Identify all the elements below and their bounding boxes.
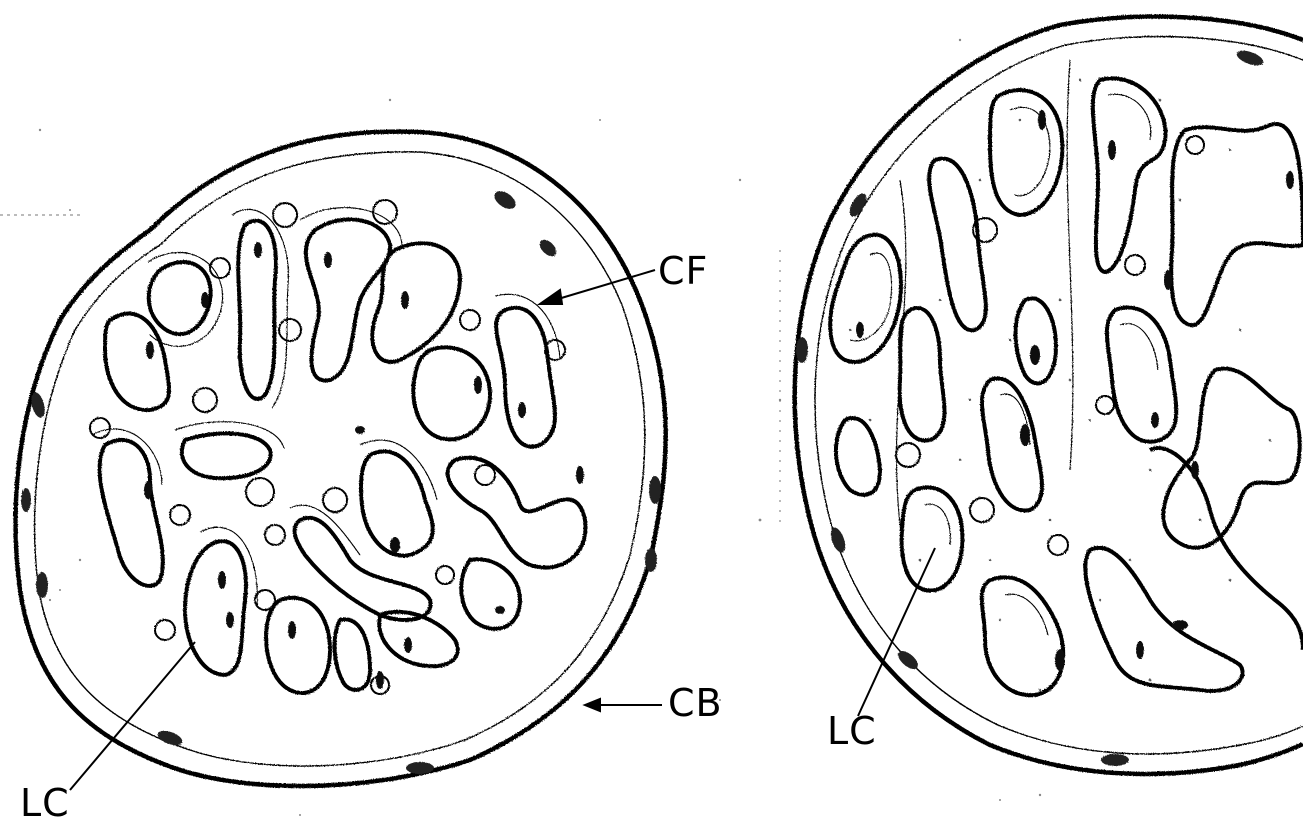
cf-label: CF xyxy=(658,252,708,290)
cf-pointer-arrowhead xyxy=(540,290,562,304)
left-cross-section xyxy=(16,132,666,786)
right-capsule-nuclei xyxy=(796,48,1265,766)
cb-label: CB xyxy=(668,684,723,722)
cb-pointer-arrowhead xyxy=(585,699,600,711)
lc-label-left: LC xyxy=(20,784,70,822)
right-cross-section xyxy=(795,17,1303,774)
lc-label-right: LC xyxy=(827,712,877,750)
left-outer-capsule xyxy=(16,132,666,786)
left-capsule-nuclei xyxy=(21,187,661,774)
right-lumens xyxy=(830,78,1303,695)
right-inner-capsule xyxy=(815,37,1303,754)
lc-right-pointer-line xyxy=(858,548,935,716)
background-specks xyxy=(39,39,1041,816)
left-small-cells xyxy=(90,200,565,694)
